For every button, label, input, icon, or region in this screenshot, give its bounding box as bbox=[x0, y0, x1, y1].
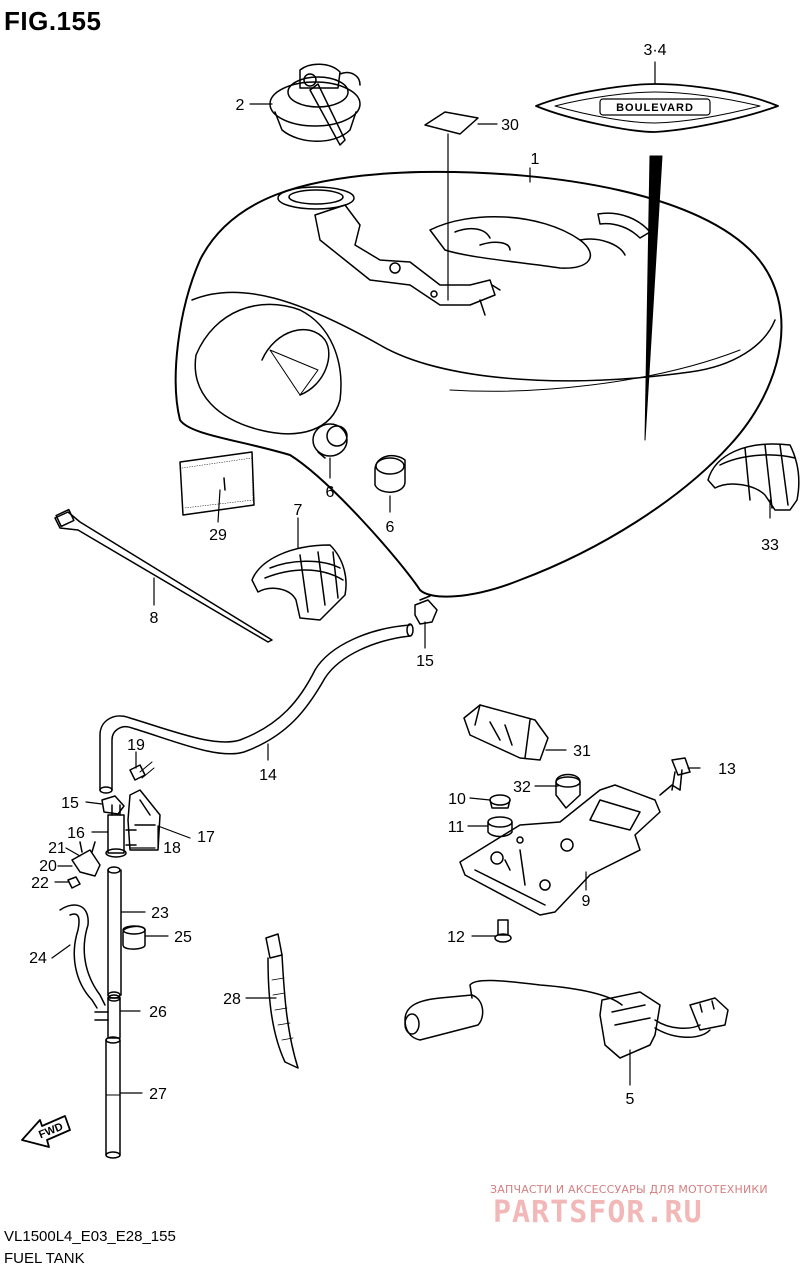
callout-23: 23 bbox=[151, 905, 169, 922]
callout-25: 25 bbox=[174, 929, 192, 946]
hose-24 bbox=[59, 904, 106, 1009]
joint-26 bbox=[94, 994, 121, 1039]
callout-5: 5 bbox=[626, 1091, 635, 1108]
callout-6a: 6 bbox=[326, 484, 335, 501]
leader-lines bbox=[51, 61, 771, 1094]
grommet-6b bbox=[374, 454, 406, 493]
grommet-11 bbox=[487, 816, 513, 838]
hose-27 bbox=[105, 1036, 121, 1159]
forward-arrow: FWD bbox=[21, 1115, 71, 1148]
callout-10: 10 bbox=[448, 791, 466, 808]
bolt-12 bbox=[494, 919, 512, 943]
label-29 bbox=[179, 451, 255, 516]
callout-29: 29 bbox=[209, 527, 227, 544]
callout-27: 27 bbox=[149, 1086, 167, 1103]
callout-6b: 6 bbox=[386, 519, 395, 536]
callout-2: 2 bbox=[236, 97, 245, 114]
callout-28: 28 bbox=[223, 991, 241, 1008]
callout-3-4: 3·4 bbox=[643, 42, 666, 59]
cable-tie-28 bbox=[265, 933, 299, 1069]
callout-12: 12 bbox=[447, 929, 465, 946]
breather-hose-14 bbox=[99, 623, 414, 794]
callout-11: 11 bbox=[448, 819, 465, 836]
figure-title: FIG.155 bbox=[4, 6, 102, 36]
emblem-label: BOULEVARD bbox=[616, 102, 694, 114]
grommet-6a bbox=[312, 423, 348, 459]
callout-26: 26 bbox=[149, 1004, 167, 1021]
figure-code: VL1500L4_E03_E28_155 bbox=[4, 1228, 176, 1245]
cushion-33 bbox=[707, 443, 800, 511]
bracket-9 bbox=[459, 784, 681, 916]
callout-18: 18 bbox=[163, 840, 181, 857]
callout-14: 14 bbox=[259, 767, 277, 784]
damper-32 bbox=[555, 773, 581, 809]
callout-1: 1 bbox=[531, 151, 540, 168]
bolt-13 bbox=[671, 757, 691, 791]
callout-15b: 15 bbox=[61, 795, 79, 812]
watermark-tagline: ЗАПЧАСТИ И АКСЕССУАРЫ ДЛЯ МОТОТЕХНИКИ bbox=[490, 1183, 768, 1196]
fuel-cap bbox=[269, 63, 361, 146]
callout-30: 30 bbox=[501, 117, 519, 134]
washer-10 bbox=[489, 794, 511, 809]
callout-16: 16 bbox=[67, 825, 85, 842]
cap-25 bbox=[122, 925, 146, 950]
fuel-tank bbox=[174, 170, 783, 598]
callout-22: 22 bbox=[31, 875, 49, 892]
callout-13: 13 bbox=[718, 761, 736, 778]
clip-15a bbox=[414, 595, 438, 625]
callout-32: 32 bbox=[513, 779, 531, 796]
watermark-logo: PARTSFOR.RU bbox=[493, 1195, 703, 1230]
callout-8: 8 bbox=[150, 610, 159, 627]
callout-17: 17 bbox=[197, 829, 215, 846]
callout-33: 33 bbox=[761, 537, 779, 554]
callout-24: 24 bbox=[29, 950, 47, 967]
hose-23 bbox=[107, 866, 122, 999]
valve-assembly bbox=[67, 761, 161, 889]
callout-21: 21 bbox=[48, 840, 66, 857]
boulevard-emblem: BOULEVARD bbox=[535, 83, 779, 133]
cushion-7 bbox=[251, 544, 347, 621]
label-plate-30 bbox=[424, 111, 479, 135]
callout-20: 20 bbox=[39, 858, 57, 875]
callout-15a: 15 bbox=[416, 653, 434, 670]
cushion-31 bbox=[463, 704, 549, 761]
fuel-level-sender-5 bbox=[404, 979, 729, 1059]
figure-name: FUEL TANK bbox=[4, 1250, 85, 1267]
callout-9: 9 bbox=[582, 893, 591, 910]
cable-tie-8 bbox=[54, 508, 273, 643]
callouts: 3·4 2 30 1 6 6 33 29 7 8 15 14 19 15 16 … bbox=[29, 42, 779, 1108]
tank-stripe bbox=[644, 155, 663, 441]
callout-19: 19 bbox=[127, 737, 145, 754]
callout-31: 31 bbox=[573, 743, 591, 760]
callout-7: 7 bbox=[294, 502, 303, 519]
